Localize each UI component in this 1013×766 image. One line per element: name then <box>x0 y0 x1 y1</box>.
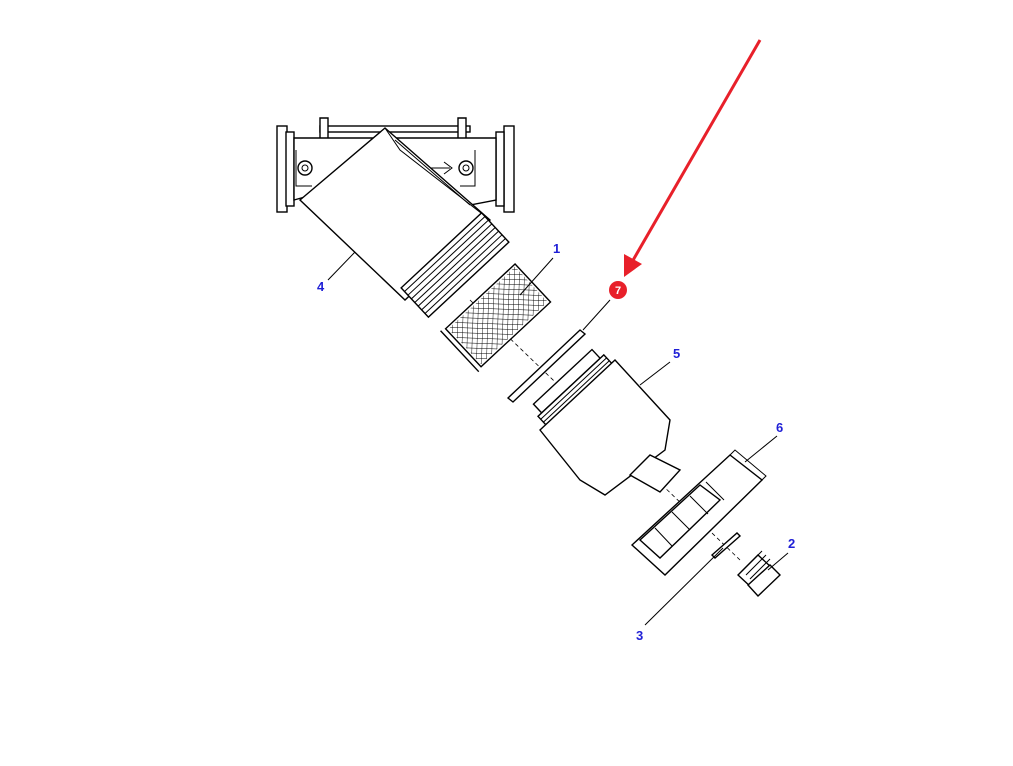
callout-6[interactable]: 6 <box>776 420 783 435</box>
highlight-badge[interactable]: 7 <box>609 281 627 299</box>
leader-5 <box>639 361 671 386</box>
leader-2 <box>767 552 789 571</box>
leader-1 <box>519 257 554 296</box>
leader-7 <box>582 299 611 331</box>
o-ring-seal[interactable] <box>506 329 587 403</box>
callout-1[interactable]: 1 <box>553 241 560 256</box>
drain-plug[interactable] <box>736 550 782 598</box>
leader-6 <box>744 435 778 463</box>
callout-5[interactable]: 5 <box>673 346 680 361</box>
leader-4 <box>327 251 356 281</box>
highlight-badge-label: 7 <box>615 285 621 297</box>
callout-4[interactable]: 4 <box>317 279 325 294</box>
highlight-arrow <box>624 39 762 277</box>
leader-3 <box>644 547 724 626</box>
housing-body[interactable] <box>276 117 515 319</box>
filter-bowl[interactable] <box>530 346 682 496</box>
retaining-nut[interactable] <box>630 449 767 576</box>
callout-2[interactable]: 2 <box>788 536 795 551</box>
callout-3[interactable]: 3 <box>636 628 643 643</box>
